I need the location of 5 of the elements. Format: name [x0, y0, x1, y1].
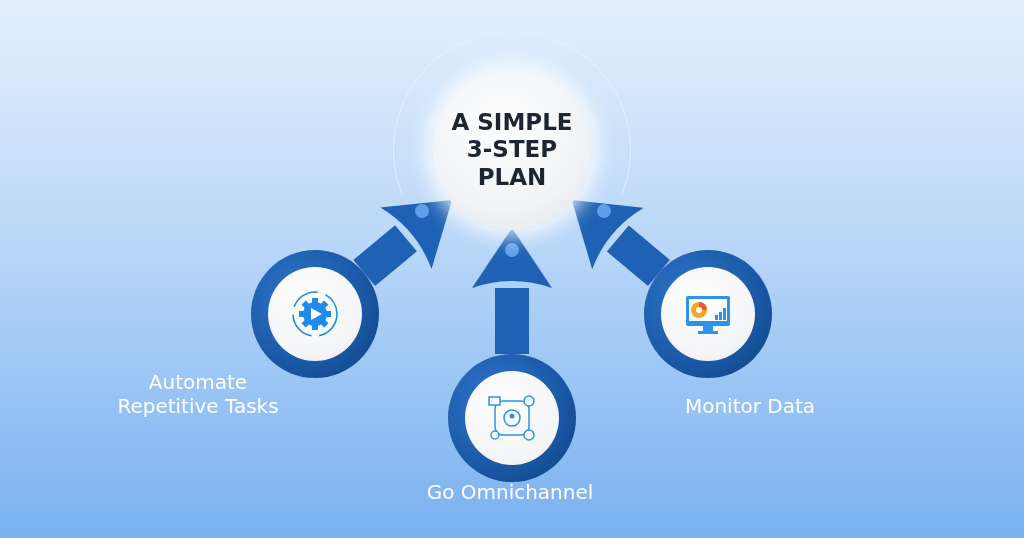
- title-text: A SIMPLE 3-STEP PLAN: [450, 108, 574, 192]
- step-label: Automate Repetitive Tasks: [116, 370, 280, 418]
- step-label: Monitor Data: [683, 394, 817, 418]
- title-circle: [432, 70, 592, 230]
- step-label: Go Omnichannel: [425, 480, 595, 504]
